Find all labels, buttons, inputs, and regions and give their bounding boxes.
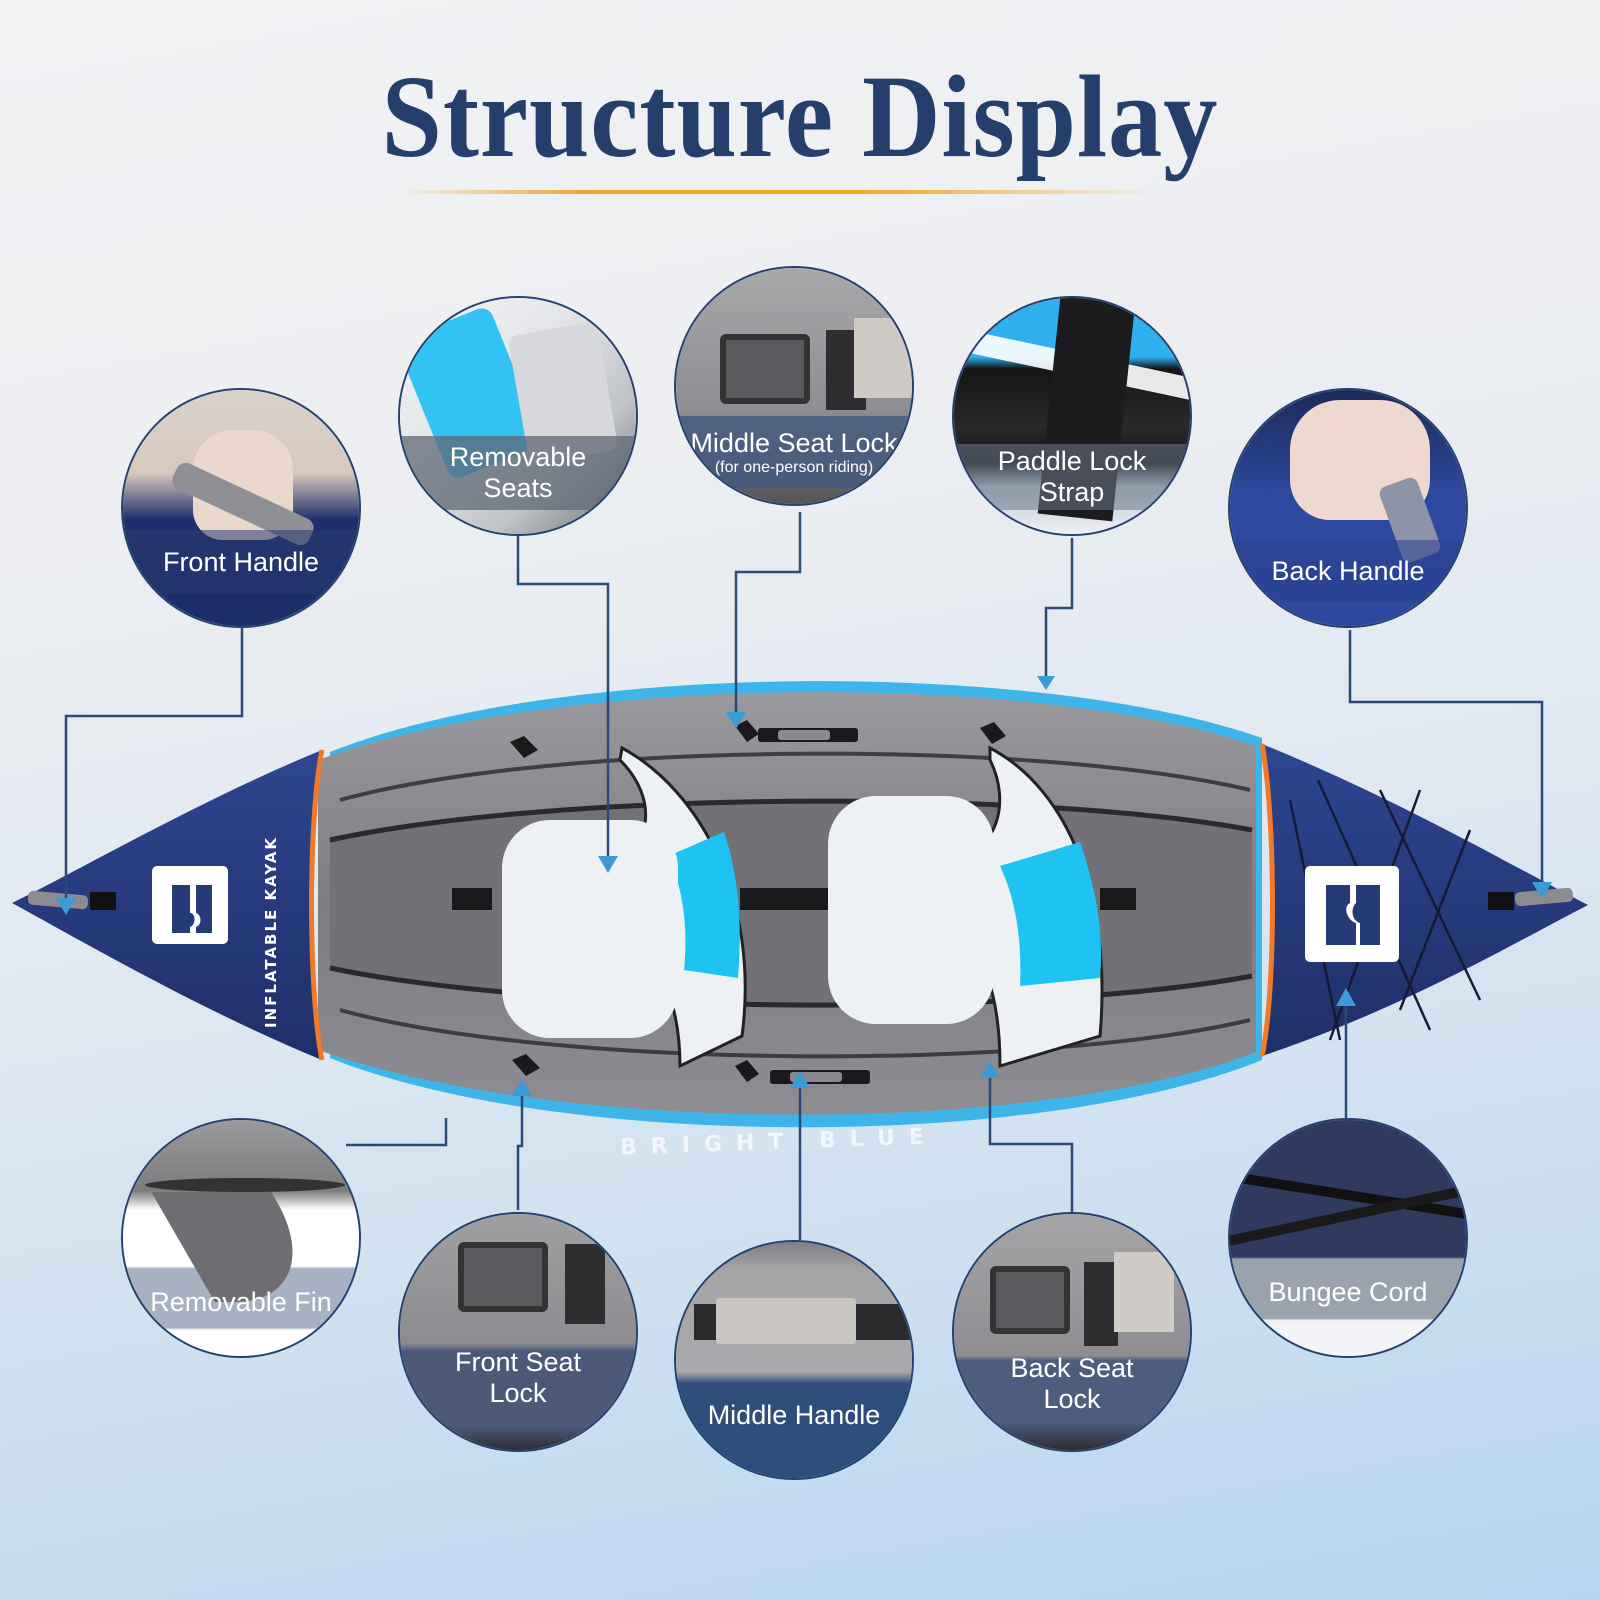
title-underline [400,190,1160,194]
callout-label-line1: Paddle Lock [997,446,1147,476]
callout-front-seat-lock: Front Seat Lock [398,1212,638,1452]
hull-brand-text: BRIGHT BLUE [620,1124,939,1160]
callout-label-line1: Removable [449,442,587,472]
callout-middle-seat-lock: Middle Seat Lock (for one-person riding) [674,266,914,506]
brand-logo-icon-bow [152,866,228,944]
callout-label: Middle Seat Lock [690,427,898,458]
callout-back-handle: Back Handle [1228,388,1468,628]
middle-handle-photo [676,1242,912,1478]
callout-label-line1: Back Seat [1010,1353,1134,1383]
callout-front-handle: Front Handle [121,388,361,628]
callout-removable-fin: Removable Fin [121,1118,361,1358]
callout-label-line2: Lock [1043,1384,1101,1414]
page-title: Structure Display [381,51,1219,182]
buckle-icon [990,1266,1070,1334]
callout-middle-handle: Middle Handle [674,1240,914,1480]
callout-removable-seats: Removable Seats [398,296,638,536]
callout-back-seat-lock: Back Seat Lock [952,1212,1192,1452]
callout-bungee-cord: Bungee Cord [1228,1118,1468,1358]
callout-label-line2: Lock [489,1378,547,1408]
fin-plate-icon [145,1178,345,1192]
buckle-icon [458,1242,548,1312]
callout-label: Removable Fin [150,1286,332,1317]
callout-label-line1: Front Seat [454,1347,582,1377]
callout-label: Middle Handle [707,1399,881,1430]
callout-label: Bungee Cord [1268,1276,1428,1307]
callout-label: Front Handle [162,546,320,577]
callout-label-line2: Strap [1039,477,1105,507]
front-seat [502,745,747,1069]
buckle-icon [720,334,810,404]
callout-paddle-lock-strap: Paddle Lock Strap [952,296,1192,536]
callout-label: Back Handle [1271,555,1425,586]
brand-logo-icon-stern [1305,866,1399,962]
handle-icon [716,1298,856,1344]
bungee-photo [1230,1120,1466,1356]
callout-label-line2: Seats [483,473,553,503]
back-seat [828,745,1104,1069]
stern-deck [1262,744,1588,1056]
inflatable-kayak-text: INFLATABLE KAYAK [262,836,280,1028]
callout-sublabel: (for one-person riding) [714,458,874,476]
